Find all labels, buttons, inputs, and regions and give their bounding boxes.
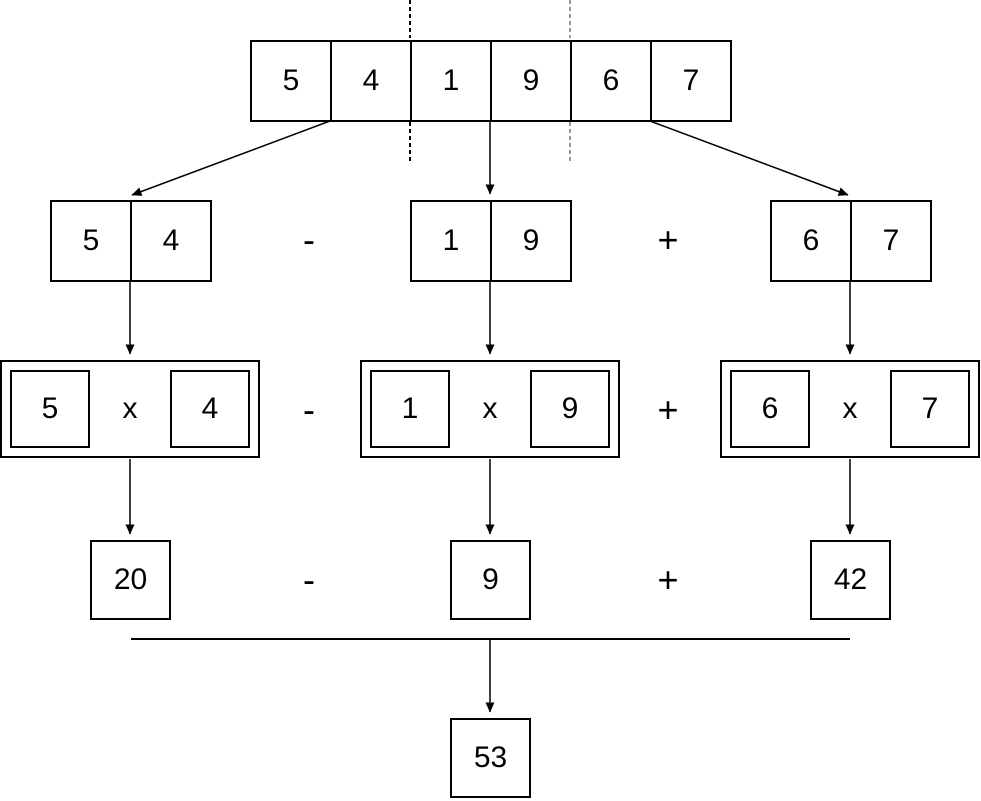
minus-operator: - xyxy=(303,389,315,430)
factor-cell: 5 xyxy=(10,370,90,448)
digit-cell: 6 xyxy=(570,42,650,120)
factor-cell: 7 xyxy=(890,370,970,448)
arrow-top-to-pair-left xyxy=(131,120,331,196)
times-operator: x xyxy=(482,392,498,425)
multiply-box-right: 6 x 7 xyxy=(720,360,980,458)
digit-cell: 7 xyxy=(650,42,730,120)
arrow-top-to-pair-right xyxy=(649,120,849,196)
digit-cell: 7 xyxy=(850,202,930,280)
pair-box-right: 6 7 xyxy=(770,200,932,282)
times-operator: x xyxy=(842,392,858,425)
factor-cell: 6 xyxy=(730,370,810,448)
digit-cell: 6 xyxy=(802,224,820,257)
partial-result-box: 20 xyxy=(90,540,171,620)
partial-result-box: 42 xyxy=(810,540,891,620)
factor-cell: 4 xyxy=(170,370,250,448)
digit-cell: 4 xyxy=(130,202,210,280)
digit-cell: 9 xyxy=(490,42,570,120)
digit-cell: 5 xyxy=(82,224,100,257)
digit-cell: 4 xyxy=(330,42,410,120)
plus-operator: + xyxy=(657,559,679,600)
arrows xyxy=(125,120,855,713)
digit-cell: 1 xyxy=(410,42,490,120)
minus-operator: - xyxy=(303,219,315,260)
split-dashed-lines xyxy=(409,0,571,161)
plus-operator: + xyxy=(657,219,679,260)
pair-box-center: 1 9 xyxy=(410,200,572,282)
multiply-box-center: 1 x 9 xyxy=(360,360,620,458)
times-operator: x xyxy=(122,392,138,425)
minus-operator: - xyxy=(303,559,315,600)
pair-box-left: 5 4 xyxy=(50,200,212,282)
digit-strip: 5 4 1 9 6 7 xyxy=(250,40,732,122)
factor-cell: 1 xyxy=(370,370,450,448)
digit-cell: 1 xyxy=(442,224,460,257)
partial-result-box: 9 xyxy=(450,540,531,620)
final-result-box: 53 xyxy=(450,718,531,798)
multiply-box-left: 5 x 4 xyxy=(0,360,260,458)
digit-cell: 9 xyxy=(490,202,570,280)
digit-cell: 5 xyxy=(282,64,300,97)
factor-cell: 9 xyxy=(530,370,610,448)
plus-operator: + xyxy=(657,389,679,430)
